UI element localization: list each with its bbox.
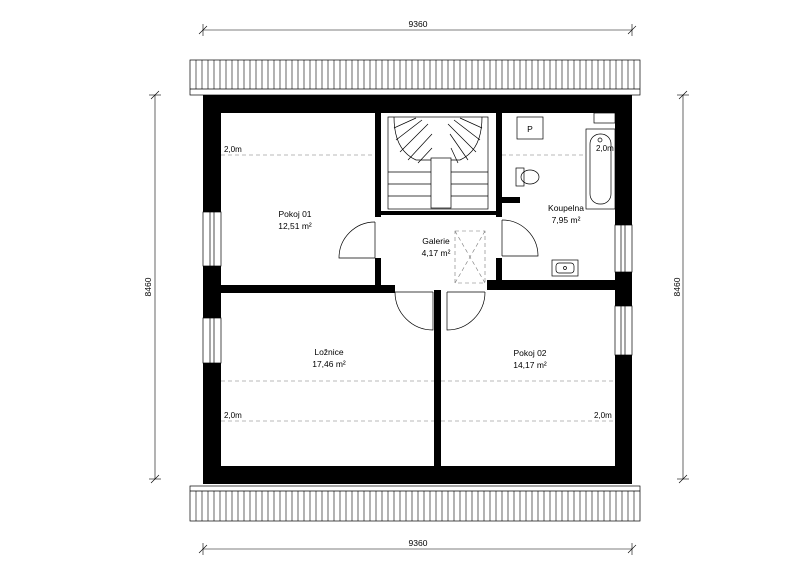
room-area-koupelna: 7,95 m² — [552, 215, 581, 225]
stair-step — [453, 119, 481, 141]
dimension-top: 9360 — [198, 19, 637, 36]
height-label-koupelna: 2,0m — [596, 144, 614, 153]
sink-icon — [551, 259, 579, 277]
interior-walls — [221, 113, 615, 466]
stair-step — [417, 147, 433, 164]
dimension-left-label: 8460 — [143, 277, 153, 296]
room-area-pokoj01: 12,51 m² — [278, 221, 312, 231]
room-name-pokoj02: Pokoj 02 — [513, 348, 546, 358]
stair-step — [459, 117, 483, 129]
height-label-loznice: 2,0m — [224, 411, 242, 420]
staircase — [387, 116, 489, 210]
room-name-pokoj01: Pokoj 01 — [278, 209, 311, 219]
window-left-lower — [202, 317, 222, 364]
door-loznice — [394, 291, 434, 331]
galerie-skylight — [454, 230, 486, 284]
roof-bottom — [189, 485, 641, 522]
toilet-icon — [515, 167, 540, 187]
room-area-pokoj02: 14,17 m² — [513, 360, 547, 370]
dimension-left: 8460 — [143, 90, 161, 484]
bathtub-icon — [585, 128, 616, 210]
dimension-bottom: 9360 — [198, 538, 637, 555]
room-name-loznice: Ložnice — [314, 347, 344, 357]
room-area-loznice: 17,46 m² — [312, 359, 346, 369]
window-right-lower — [614, 305, 633, 356]
room-name-koupelna: Koupelna — [548, 203, 584, 213]
height-label-pokoj02: 2,0m — [594, 411, 612, 420]
outer-walls — [203, 95, 632, 484]
dimension-right: 8460 — [672, 90, 689, 484]
window-left-upper — [202, 211, 222, 267]
window-right-upper — [614, 224, 633, 273]
door-pokoj01 — [338, 221, 376, 259]
stair-step — [395, 119, 423, 141]
stair-step — [399, 123, 429, 153]
koupelna-fixtures: P — [515, 112, 616, 277]
stair-step — [450, 147, 459, 164]
dimension-right-label: 8460 — [672, 277, 682, 296]
height-label-pokoj01: 2,0m — [224, 145, 242, 154]
room-name-galerie: Galerie — [422, 236, 450, 246]
p-box-label: P — [527, 124, 533, 134]
door-koupelna — [501, 219, 539, 257]
door-pokoj02 — [446, 291, 486, 331]
stair-step — [393, 117, 417, 129]
roof-top — [189, 59, 641, 96]
p-box — [516, 116, 544, 140]
stair-step — [447, 123, 477, 153]
height-lines — [221, 154, 615, 422]
room-area-galerie: 4,17 m² — [422, 248, 451, 258]
dimension-bottom-label: 9360 — [409, 538, 428, 548]
dimension-top-label: 9360 — [409, 19, 428, 29]
stair-step — [407, 133, 433, 161]
stair-step — [449, 133, 469, 161]
